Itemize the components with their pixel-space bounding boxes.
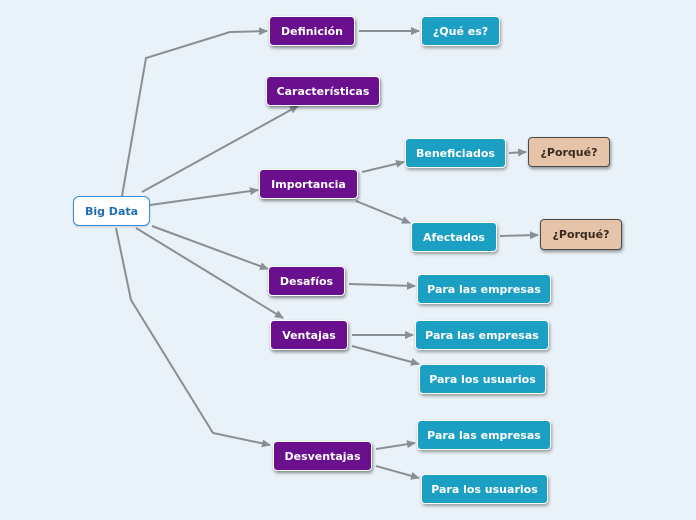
node-big-data[interactable]: Big Data [73, 196, 150, 226]
connector-ventajas-usuarios [351, 345, 420, 366]
connector-desventajas-empresas [375, 440, 416, 450]
node-desventajas-empresas[interactable]: Para las empresas [417, 420, 551, 450]
node-ventajas-usuarios[interactable]: Para los usuarios [419, 364, 546, 394]
connector-root-desafios [151, 225, 269, 270]
connector-importancia-beneficiados [361, 159, 405, 173]
connector-root-definicion [121, 27, 268, 197]
connector-desafios-empresas [348, 281, 416, 290]
connector-root-importancia [149, 187, 259, 206]
node-desventajas-usuarios[interactable]: Para los usuarios [421, 474, 548, 504]
connector-beneficiados-porque [508, 148, 527, 157]
node-desafios-empresas[interactable]: Para las empresas [417, 274, 551, 304]
node-porque-afectados[interactable]: ¿Porqué? [540, 219, 622, 250]
node-afectados[interactable]: Afectados [411, 222, 497, 252]
connector-root-ventajas [135, 227, 284, 319]
connector-root-desventajas [115, 227, 271, 448]
node-importancia[interactable]: Importancia [259, 169, 358, 199]
node-desafios[interactable]: Desafíos [268, 266, 345, 296]
node-beneficiados[interactable]: Beneficiados [405, 138, 506, 168]
node-desventajas[interactable]: Desventajas [273, 441, 372, 471]
node-definicion[interactable]: Definición [269, 16, 355, 46]
connector-desventajas-usuarios [375, 465, 420, 480]
node-ventajas-empresas[interactable]: Para las empresas [415, 320, 549, 350]
node-que-es[interactable]: ¿Qué es? [421, 16, 500, 46]
connector-root-caracteristicas [141, 105, 299, 193]
connector-afectados-porque [499, 231, 539, 240]
connector-importancia-afectados [355, 200, 411, 224]
node-porque-beneficiados[interactable]: ¿Porqué? [528, 137, 610, 167]
node-ventajas[interactable]: Ventajas [270, 320, 348, 350]
node-caracteristicas[interactable]: Características [266, 76, 380, 106]
